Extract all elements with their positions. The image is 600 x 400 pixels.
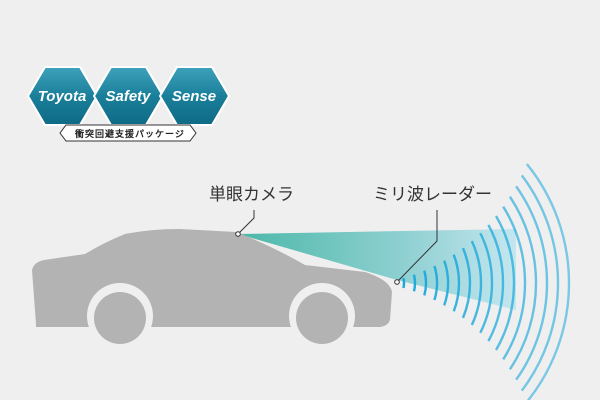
radar-wave-arc (479, 232, 494, 334)
rear-wheel (94, 292, 146, 344)
radar-point (394, 279, 400, 285)
radar-wave-arc (508, 196, 538, 370)
radar-wave-arc (502, 205, 527, 361)
radar-waves (402, 163, 571, 400)
radar-leader (394, 210, 438, 285)
radar-wave-arc (412, 274, 417, 292)
camera-leader (235, 210, 255, 237)
radar-wave-arc (443, 260, 450, 306)
radar-wave-arc (525, 163, 571, 400)
radar-wave-arc (520, 174, 560, 392)
radar-wave-arc (515, 185, 549, 381)
toyota-safety-sense-logo: Toyota Safety Sense (26, 66, 231, 142)
logo-subtitle-banner (59, 124, 197, 142)
camera-point (235, 231, 241, 237)
logo-word-sense: Sense (172, 88, 216, 105)
logo-word-toyota: Toyota (38, 88, 87, 105)
radar-wave-arc (452, 254, 461, 312)
car-silhouette (0, 229, 600, 400)
radar-wave-arc (470, 240, 483, 326)
radar-label: ミリ波レーダー (373, 185, 492, 205)
logo-word-safety: Safety (105, 88, 151, 105)
radar-wave-arc (433, 265, 439, 301)
logo-subtitle: 衝突回避支援パッケージ (75, 130, 185, 140)
radar-wave-arc (423, 270, 428, 296)
camera-label: 単眼カメラ (209, 185, 294, 205)
logo-hex-sense (158, 66, 231, 126)
camera-view-cone (238, 229, 516, 310)
radar-wave-arc (461, 247, 472, 319)
radar-wave-arc (402, 277, 406, 289)
radar-wave-arc (495, 215, 516, 351)
front-wheel (296, 292, 348, 344)
radar-wave-arc (487, 224, 505, 342)
